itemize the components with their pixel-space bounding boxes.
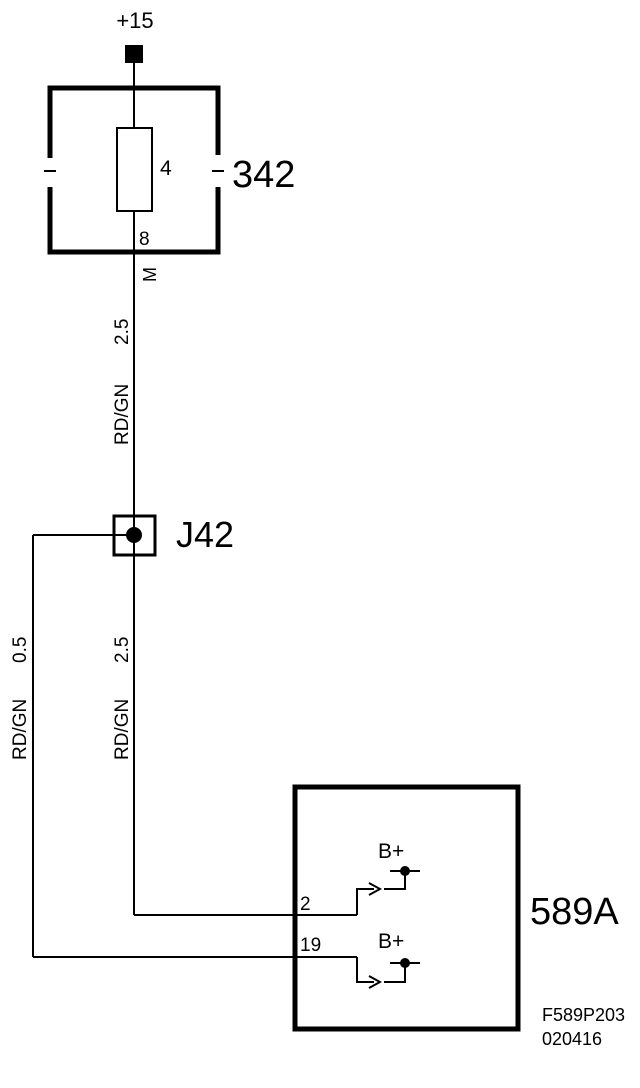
supply-terminal [125,45,143,63]
pin-number-19: 19 [300,935,321,956]
wire-left-size: 0.5 [10,637,31,663]
pin19-arrow [368,975,383,989]
fuse-pin: 8 [139,229,150,250]
wire-top-size: 2.5 [112,319,133,345]
junction-dot [126,527,142,543]
pin2-connector [356,888,374,915]
pin19-lead [384,963,406,983]
fuse-number: 4 [160,157,172,180]
pin-number-2: 2 [300,894,311,915]
wire-mid-size: 2.5 [112,637,133,663]
pin2-lead [384,871,406,890]
wire-top-color: RD/GN [112,384,133,445]
junction-label: J42 [176,514,234,555]
fuse-holder-342 [44,85,224,255]
pin19-connector [356,957,374,983]
figure-code: F589P203 [542,1005,625,1025]
junction-box [112,514,157,557]
pin2-arrow [368,882,383,896]
wire-flag: M [140,267,160,282]
pin19-bplus-label: B+ [378,930,404,953]
pin2-dot [400,866,410,876]
pin19-dot [400,958,410,968]
module-id: 589A [530,891,619,933]
pin2-bplus-label: B+ [378,840,404,863]
module-589a [292,784,521,1032]
fuse-element [116,127,153,212]
supply-label: +15 [116,8,153,33]
wire-left-color: RD/GN [10,699,31,760]
figure-date: 020416 [542,1029,602,1049]
fuse-holder-id: 342 [232,154,295,196]
wire-mid-color: RD/GN [112,699,133,760]
